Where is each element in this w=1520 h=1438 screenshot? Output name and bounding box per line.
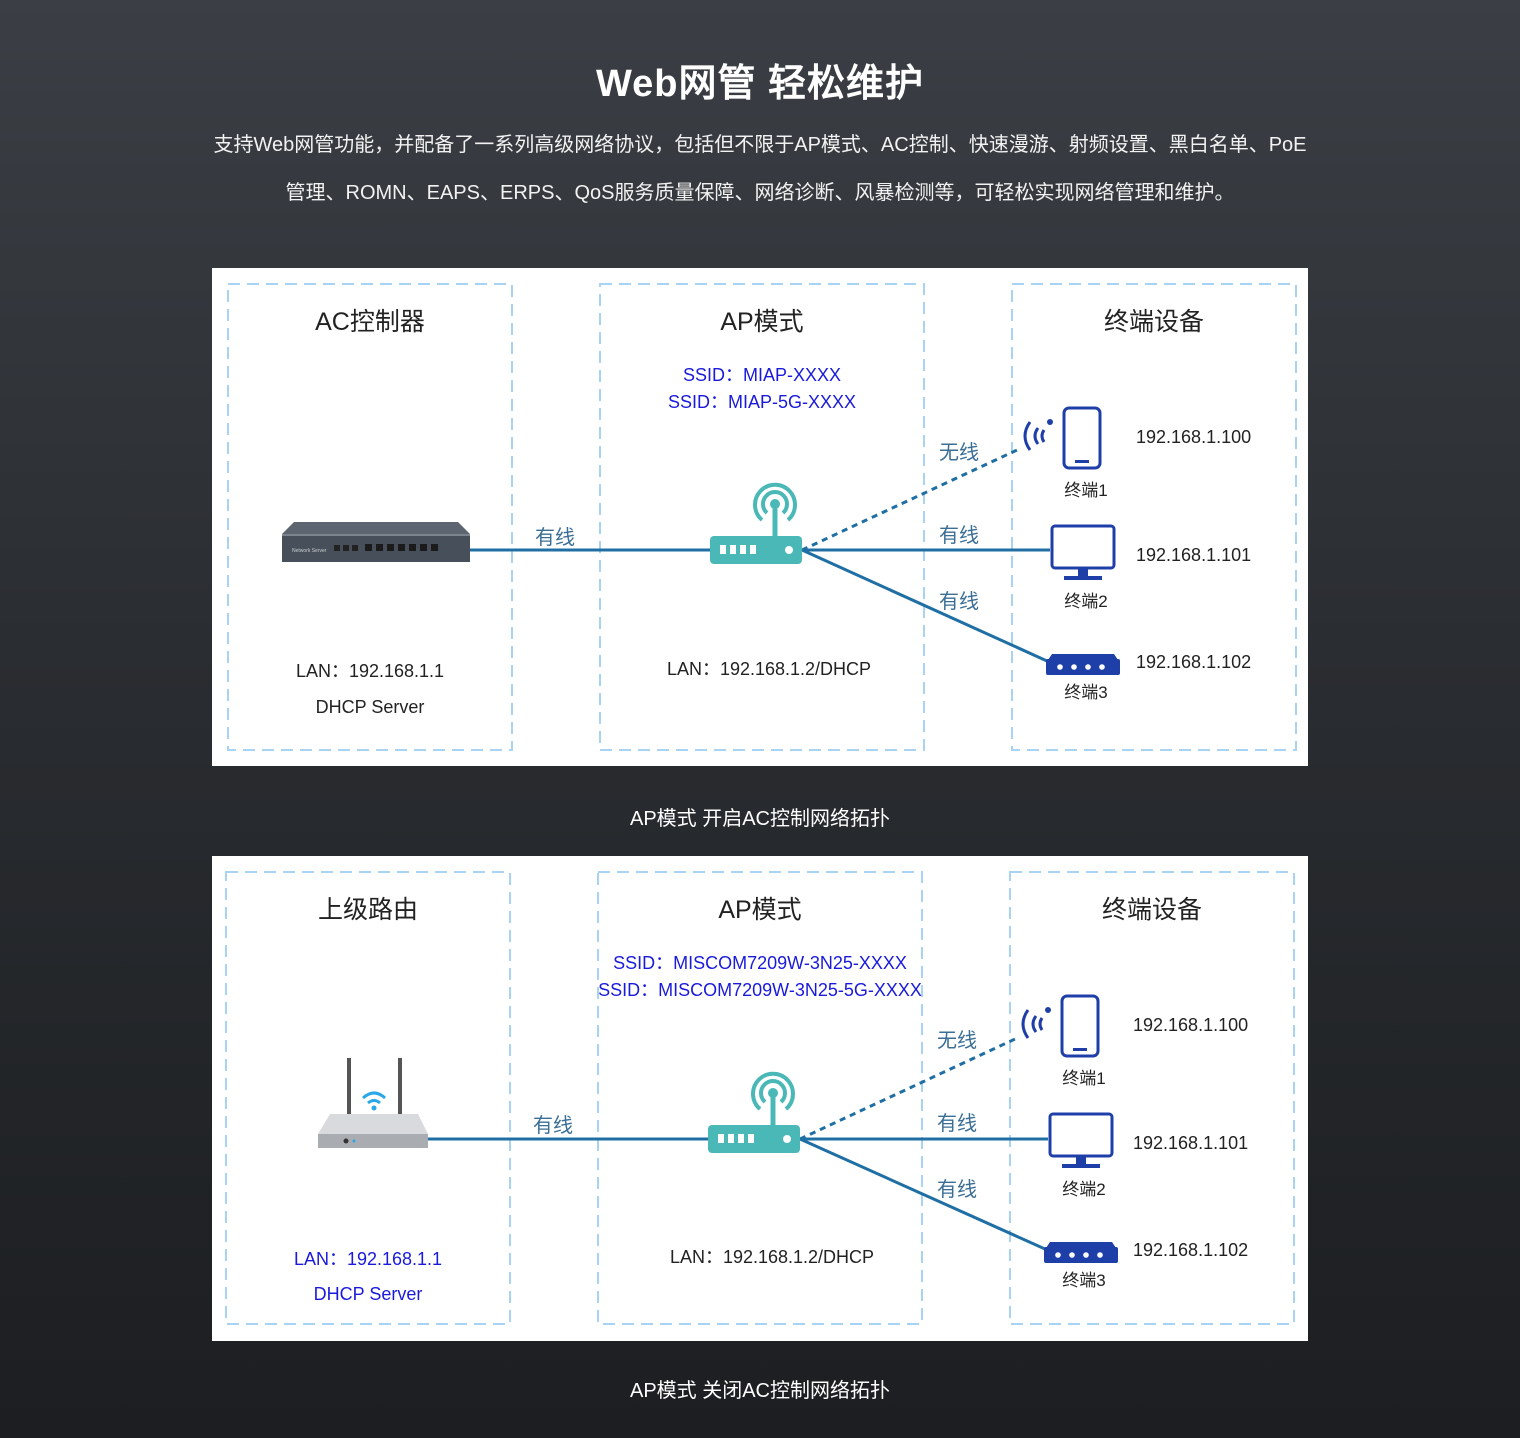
label-wireless: 无线 bbox=[939, 441, 979, 464]
ap-lan: LAN：192.168.1.2/DHCP bbox=[667, 659, 871, 679]
terminal2-ip: 192.168.1.101 bbox=[1136, 545, 1251, 565]
zone-upstream-router bbox=[225, 871, 511, 1325]
terminal3-name: 终端3 bbox=[1062, 1271, 1105, 1290]
monitor-icon bbox=[1048, 1112, 1114, 1168]
zone-title-terminals: 终端设备 bbox=[1104, 308, 1204, 336]
zone-terminals bbox=[1011, 283, 1297, 751]
terminal3-ip: 192.168.1.102 bbox=[1136, 652, 1251, 672]
zone-title-ap: AP模式 bbox=[720, 308, 803, 336]
phone-icon bbox=[1023, 406, 1102, 470]
description-line-1: 支持Web网管功能，并配备了一系列高级网络协议，包括但不限于AP模式、AC控制、… bbox=[213, 134, 1307, 156]
caption-diagram-2: AP模式 关闭AC控制网络拓扑 bbox=[629, 1380, 891, 1402]
terminal1-ip: 192.168.1.100 bbox=[1136, 427, 1251, 447]
zone-ac-controller bbox=[227, 283, 513, 751]
monitor-icon bbox=[1050, 524, 1116, 580]
label-wired-terminal3: 有线 bbox=[939, 590, 979, 613]
ssid-2g: SSID：MISCOM7209W-3N25-XXXX bbox=[613, 953, 907, 973]
terminal3-ip: 192.168.1.102 bbox=[1133, 1240, 1248, 1260]
topology-diagram-ac-off: 上级路由 AP模式 终端设备 SSID：MISCOM7209W-3N25-XXX… bbox=[212, 856, 1308, 1341]
topology-svg-2: 上级路由 AP模式 终端设备 SSID：MISCOM7209W-3N25-XXX… bbox=[225, 871, 1295, 1325]
topology-diagram-ac-on: AC控制器 AP模式 终端设备 SSID：MIAP-XXXX SSID：MIAP… bbox=[212, 268, 1308, 766]
terminal2-name: 终端2 bbox=[1064, 592, 1107, 611]
terminal1-ip: 192.168.1.100 bbox=[1133, 1015, 1248, 1035]
label-wired-left: 有线 bbox=[533, 1114, 573, 1137]
page-title: Web网管 轻松维护 bbox=[595, 63, 925, 105]
zone-title-router: 上级路由 bbox=[318, 896, 418, 924]
ap-device-icon bbox=[708, 1071, 800, 1153]
terminal2-ip: 192.168.1.101 bbox=[1133, 1133, 1248, 1153]
zone-title-ap: AP模式 bbox=[718, 896, 801, 924]
ac-dhcp: DHCP Server bbox=[316, 697, 425, 717]
label-wired-left: 有线 bbox=[535, 526, 575, 549]
terminal2-name: 终端2 bbox=[1062, 1180, 1105, 1199]
description-line-2: 管理、ROMN、EAPS、ERPS、QoS服务质量保障、网络诊断、风暴检测等，可… bbox=[285, 182, 1235, 204]
switch-icon bbox=[1044, 1242, 1118, 1263]
label-wired-terminal2: 有线 bbox=[939, 524, 979, 547]
wired-link-terminal3 bbox=[799, 1137, 1046, 1251]
device-label: Network Server bbox=[292, 548, 327, 554]
router-device-icon bbox=[318, 1058, 428, 1148]
zone-ap-mode bbox=[597, 871, 923, 1325]
ssid-5g: SSID：MISCOM7209W-3N25-5G-XXXX bbox=[598, 980, 922, 1000]
ssid-2g: SSID：MIAP-XXXX bbox=[683, 365, 841, 385]
label-wired-terminal2: 有线 bbox=[937, 1112, 977, 1135]
router-dhcp: DHCP Server bbox=[314, 1284, 423, 1304]
ac-controller-device-icon: Network Server bbox=[282, 522, 470, 562]
wireless-link bbox=[799, 1037, 1016, 1141]
terminal1-name: 终端1 bbox=[1062, 1069, 1105, 1088]
router-lan: LAN：192.168.1.1 bbox=[294, 1249, 442, 1269]
zone-terminals bbox=[1009, 871, 1295, 1325]
label-wireless: 无线 bbox=[937, 1029, 977, 1052]
ssid-5g: SSID：MIAP-5G-XXXX bbox=[668, 392, 856, 412]
zone-title-ac: AC控制器 bbox=[315, 308, 425, 336]
topology-svg-1: AC控制器 AP模式 终端设备 SSID：MIAP-XXXX SSID：MIAP… bbox=[227, 283, 1297, 751]
wireless-link bbox=[801, 448, 1018, 552]
caption-diagram-1: AP模式 开启AC控制网络拓扑 bbox=[629, 808, 891, 830]
label-wired-terminal3: 有线 bbox=[937, 1178, 977, 1201]
ac-lan: LAN：192.168.1.1 bbox=[296, 661, 444, 681]
terminal3-name: 终端3 bbox=[1064, 683, 1107, 702]
wired-link-terminal3 bbox=[801, 548, 1048, 663]
zone-title-terminals: 终端设备 bbox=[1102, 896, 1202, 924]
phone-icon bbox=[1021, 994, 1100, 1058]
ap-lan: LAN：192.168.1.2/DHCP bbox=[670, 1247, 874, 1267]
zone-ap-mode bbox=[599, 283, 925, 751]
terminal1-name: 终端1 bbox=[1064, 481, 1107, 500]
switch-icon bbox=[1046, 654, 1120, 675]
ap-device-icon bbox=[710, 482, 802, 564]
